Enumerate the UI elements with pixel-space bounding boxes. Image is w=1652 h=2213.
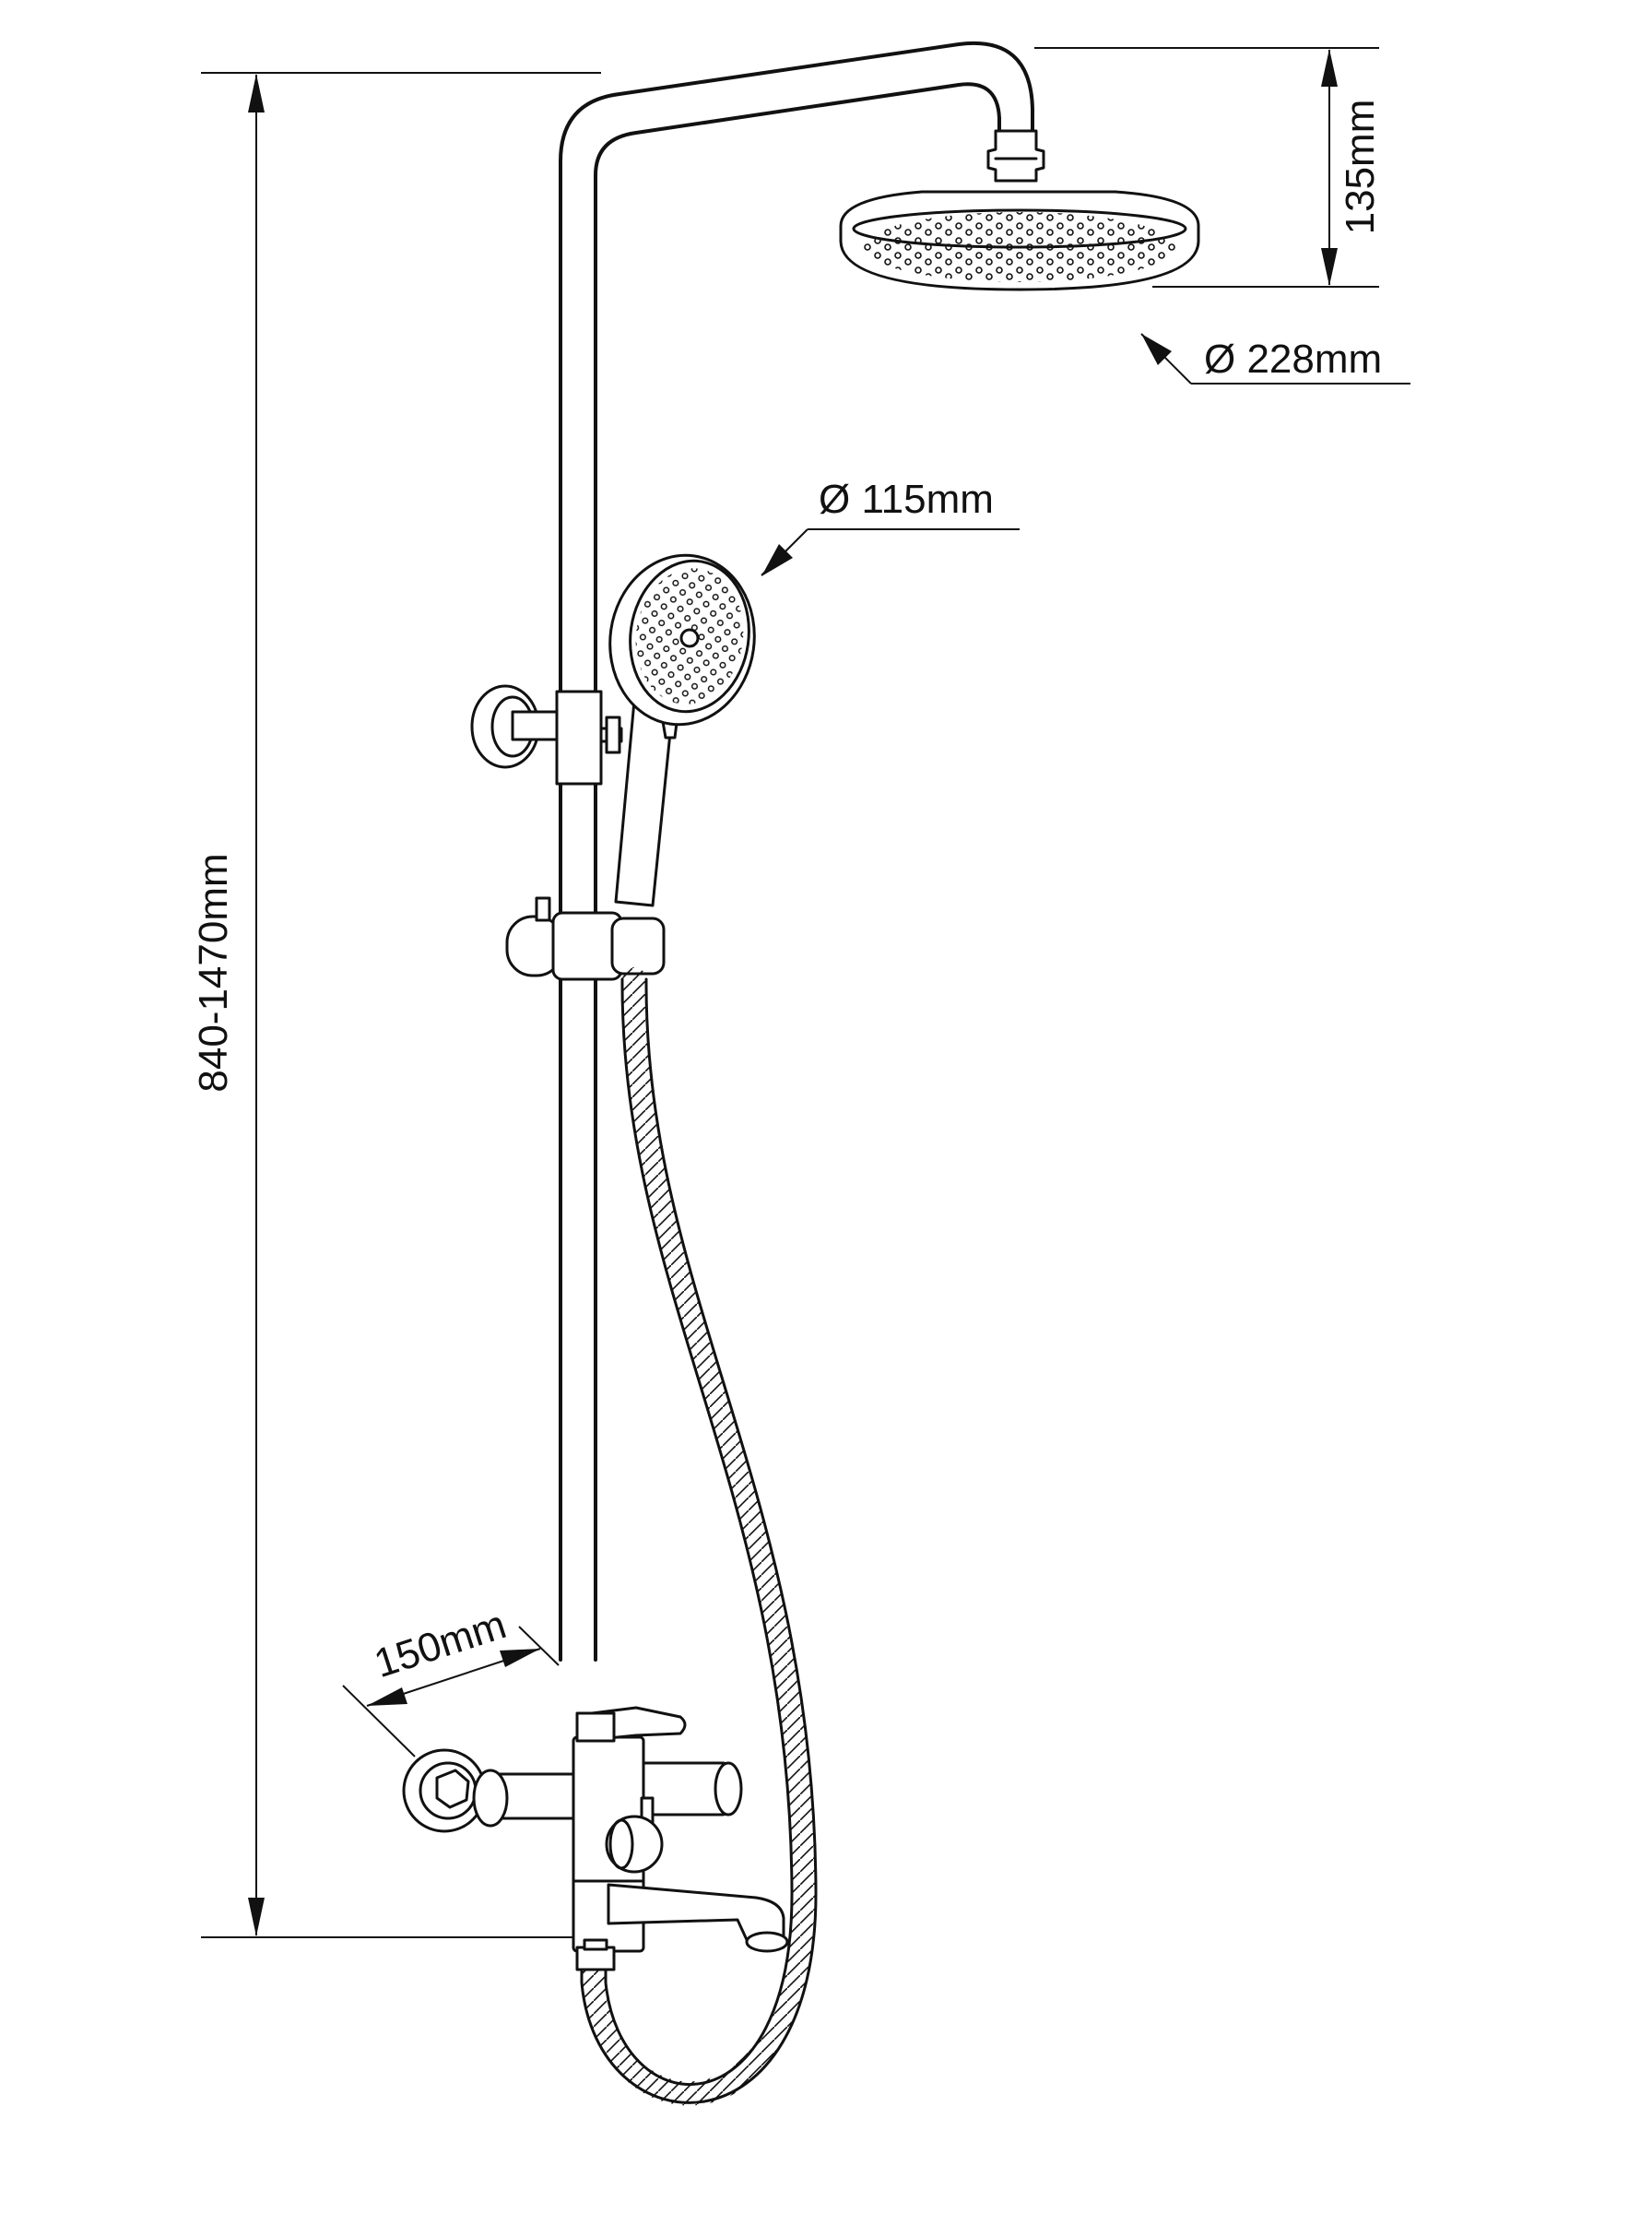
diverter-knob [605,1815,664,1874]
head-diameter-label: Ø 228mm [1204,337,1382,382]
rain-shower-head [839,129,1200,291]
shower-hose [580,967,818,2106]
head-spray-holes [863,212,1176,282]
leader-arrowhead [1141,334,1172,365]
hand-diameter-dimension: Ø 115mm [761,477,1020,576]
riser-inner-edge [594,82,1001,1662]
mixer-lever-base [575,1711,616,1743]
mixer-depth-label: 150mm [369,1602,512,1686]
extension-line-left [342,1685,416,1757]
arrowhead-left [367,1687,407,1706]
bath-mixer [402,1706,789,1971]
hose-coil-fill [582,967,817,2106]
arrowhead-down [1321,248,1338,286]
bath-spout [607,1883,785,1946]
hand-shower-face-rim [629,559,750,714]
total-height-dimension: 840-1470mm [191,72,601,1938]
arrowhead-up [248,74,265,112]
head-connector-nut [986,129,1045,183]
hose-inner-edge [580,977,818,2104]
slide-holder [505,896,666,981]
spout-outlet [745,1931,789,1953]
bracket-arm [511,710,564,741]
head-height-label: 135mm [1338,100,1383,235]
hand-shower-center [679,628,700,648]
mixer-left-cap [472,1769,509,1828]
arrowhead-down [248,1898,265,1936]
mixer-right-cap [714,1761,743,1817]
hose-outer-edge [604,977,794,2087]
arrowhead-right [500,1649,540,1667]
arrowhead-up [1321,49,1338,87]
clamp-screw-head [605,716,621,754]
riser-pipe [559,41,1034,1662]
head-height-dimension: 135mm [1034,47,1383,288]
extension-line-right [518,1626,560,1666]
hose-connector-top [583,1938,608,1951]
hand-shower [608,553,756,907]
mixer-depth-dimension: 150mm [342,1602,560,1757]
hose-connector-nut [575,1946,616,1971]
slide-holder-cradle [610,917,666,976]
total-height-label: 840-1470mm [191,853,236,1092]
mixer-wall-nut [435,1769,470,1809]
riser-clamp [555,690,603,786]
upper-wall-bracket [470,684,623,786]
slide-holder-button [535,896,551,922]
head-diameter-dimension: Ø 228mm [1140,333,1410,385]
leader-arrowhead [761,544,793,576]
riser-outer-edge [559,41,1034,1662]
hand-diameter-label: Ø 115mm [819,477,994,522]
